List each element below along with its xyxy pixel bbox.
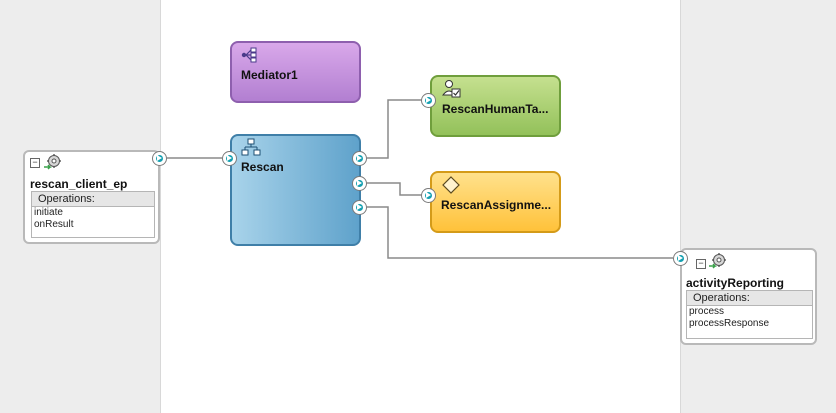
chevron-right-icon (357, 180, 362, 186)
mediator-icon (241, 47, 257, 63)
service-port[interactable] (152, 151, 167, 166)
external-references-lane (680, 0, 836, 413)
chevron-right-icon (357, 155, 362, 161)
operation-item[interactable]: processResponse (689, 318, 770, 329)
wire-rescan-to-humantask (367, 99, 422, 159)
reference-name: activityReporting (686, 276, 785, 290)
operation-item[interactable]: process (689, 306, 725, 317)
operation-item[interactable]: onResult (34, 219, 74, 230)
reporting-reference[interactable]: − activityReporting Operations: process … (680, 248, 817, 345)
bpel-reference-port[interactable] (352, 151, 367, 166)
chevron-right-icon (227, 155, 232, 161)
client-service[interactable]: − rescan_client_ep Operations: initiate … (23, 150, 160, 244)
web-service-icon (709, 253, 726, 269)
business-rule-name: RescanAssignme... (441, 198, 552, 212)
human-task-component[interactable]: RescanHumanTa... (430, 75, 561, 137)
bpel-service-port[interactable] (222, 151, 237, 166)
operations-header: Operations: (32, 192, 154, 207)
human-task-icon (442, 80, 461, 98)
mediator-name: Mediator1 (241, 68, 298, 82)
business-rule-component[interactable]: RescanAssignme... (430, 171, 561, 233)
bpel-reference-port[interactable] (352, 176, 367, 191)
reference-port[interactable] (673, 251, 688, 266)
business-rule-service-port[interactable] (421, 188, 436, 203)
service-name: rescan_client_ep (30, 177, 128, 191)
chevron-right-icon (157, 155, 162, 161)
operations-header: Operations: (687, 291, 812, 306)
wire-rescan-to-rule (367, 182, 422, 196)
chevron-right-icon (426, 192, 431, 198)
human-task-service-port[interactable] (421, 93, 436, 108)
chevron-right-icon (678, 255, 683, 261)
web-service-icon (44, 154, 61, 170)
chevron-right-icon (426, 97, 431, 103)
business-rule-icon (442, 176, 460, 194)
bpel-process-component[interactable]: Rescan (230, 134, 361, 246)
bpel-process-icon (241, 138, 261, 156)
collapse-toggle[interactable]: − (30, 158, 40, 168)
operation-item[interactable]: initiate (34, 207, 63, 218)
operations-panel: Operations: initiate onResult (31, 191, 155, 238)
operations-panel: Operations: process processResponse (686, 290, 813, 339)
mediator-component[interactable]: Mediator1 (230, 41, 361, 103)
chevron-right-icon (357, 204, 362, 210)
bpel-process-name: Rescan (241, 160, 284, 174)
bpel-reference-port[interactable] (352, 200, 367, 215)
human-task-name: RescanHumanTa... (442, 102, 549, 116)
collapse-toggle[interactable]: − (696, 259, 706, 269)
